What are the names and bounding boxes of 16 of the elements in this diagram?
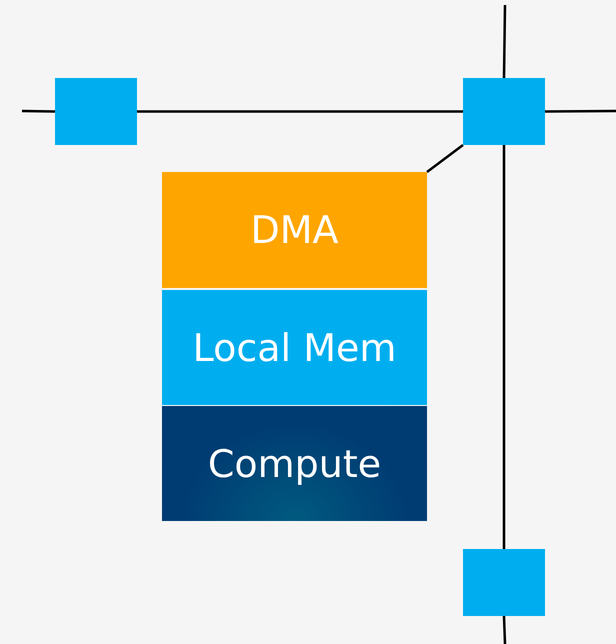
connector-line: [426, 144, 464, 173]
connector-line: [137, 110, 463, 113]
connector-line: [502, 4, 506, 78]
block-label: DMA: [250, 208, 339, 252]
router-square: [55, 78, 137, 145]
memory-block: [162, 406, 427, 521]
memory-block: [162, 172, 427, 288]
connector-line: [502, 145, 506, 549]
memory-block: [162, 290, 427, 405]
router-square: [463, 78, 545, 145]
connector-line: [502, 616, 506, 644]
router-square: [463, 549, 545, 616]
block-label: Compute: [208, 442, 382, 486]
connector-line: [545, 110, 616, 113]
connector-line: [22, 110, 56, 113]
block-label: Local Mem: [192, 326, 396, 370]
